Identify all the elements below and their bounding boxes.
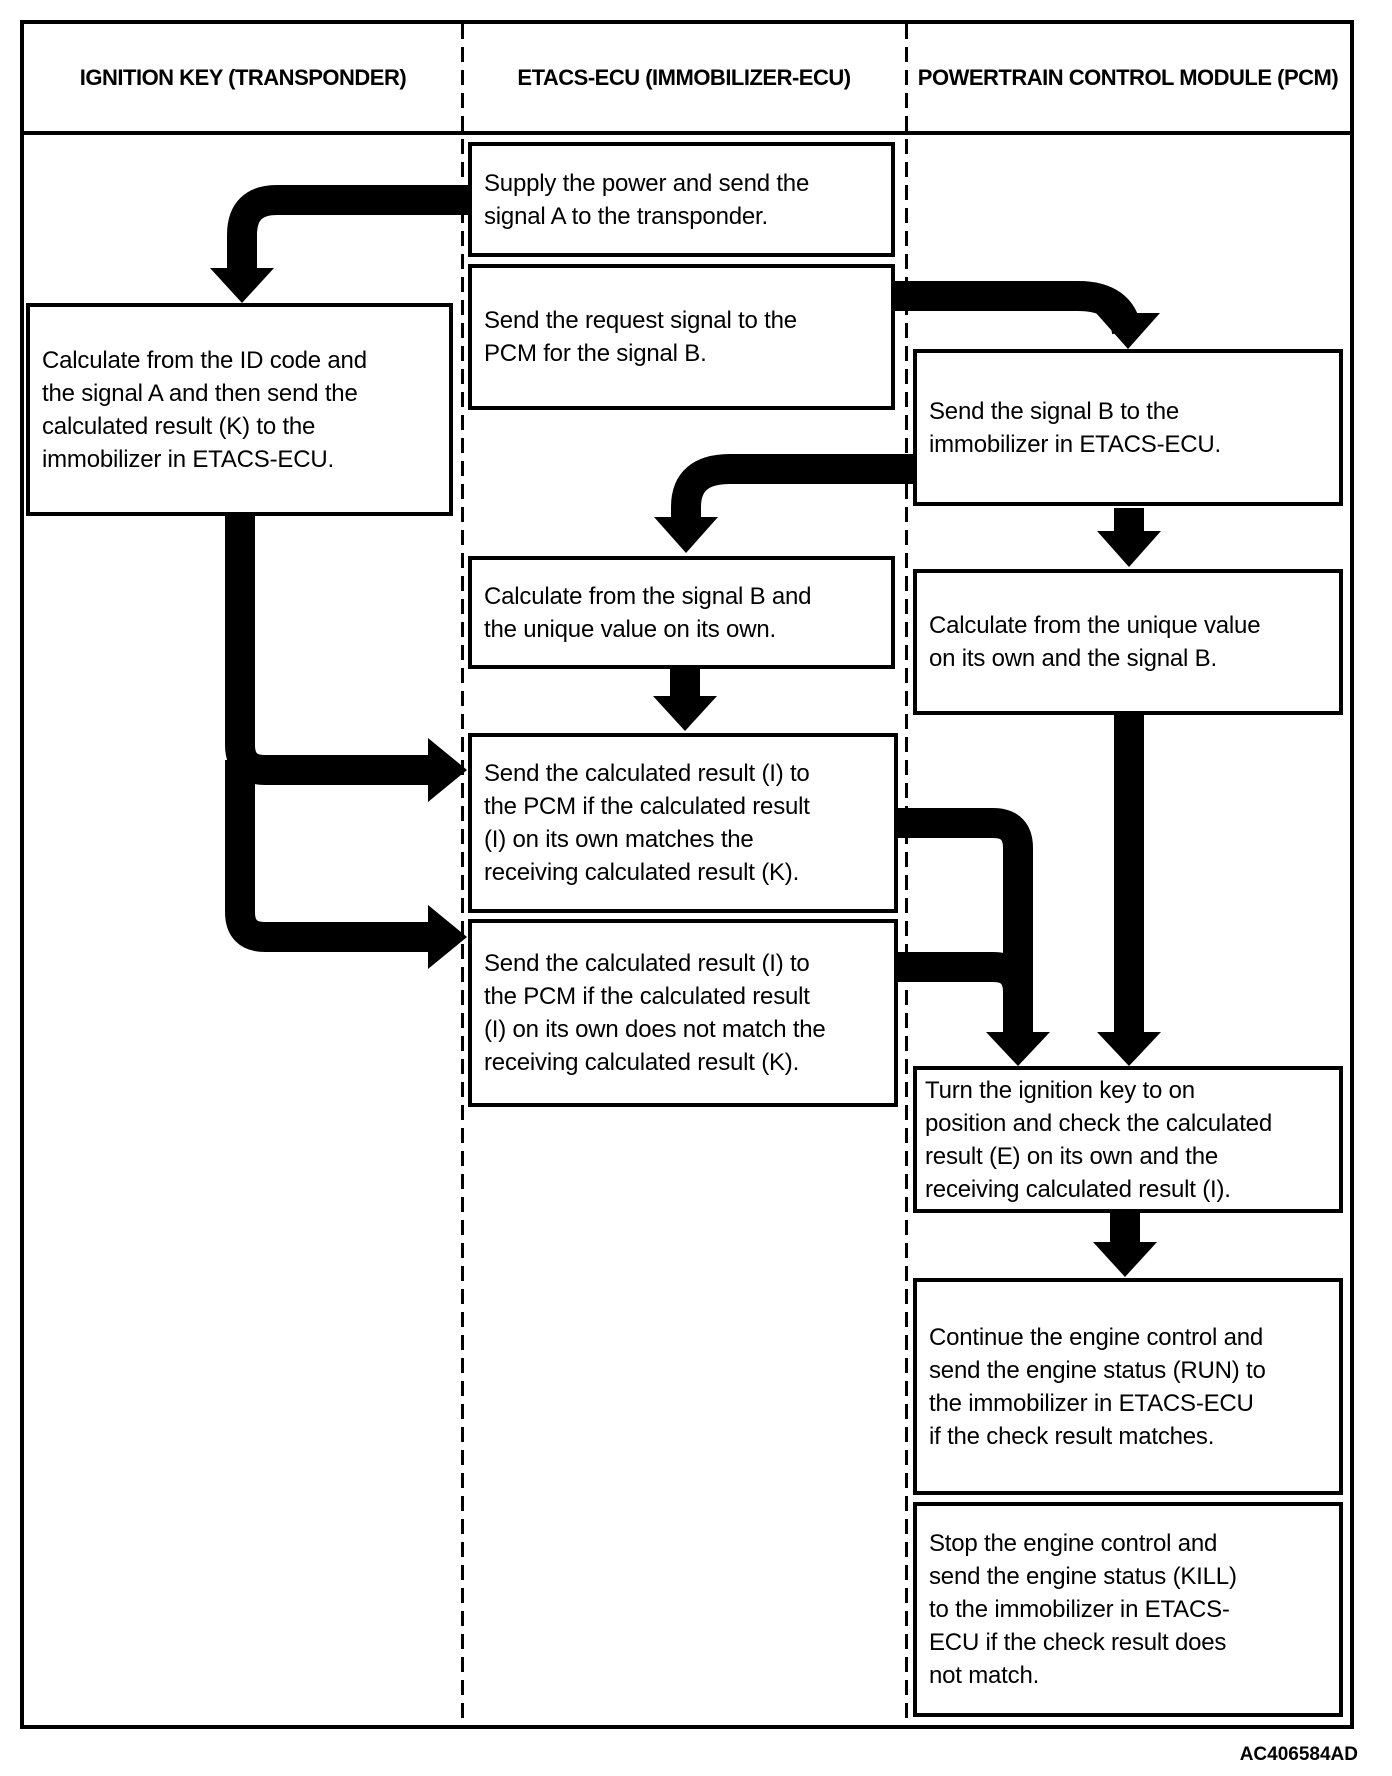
arrow-key-calculate-to-send-result-no-match: [225, 760, 467, 969]
header-divider-line: [20, 131, 1354, 135]
node-ecu-calculate-signal-b: Calculate from the signal B and the uniq…: [468, 556, 895, 669]
arrow-send-result-match-to-turn-ignition: [897, 808, 1050, 1066]
node-ecu-send-result-no-match: Send the calculated result (I) to the PC…: [468, 919, 898, 1107]
arrow-ecu-calculate-to-send-result-match: [653, 668, 717, 731]
figure-code-label: AC406584AD: [1239, 1744, 1358, 1765]
arrow-pcm-calculate-to-turn-ignition: [1097, 714, 1161, 1066]
arrow-send-signal-b-to-ecu-calculate: [654, 454, 913, 553]
lane-header-etacs-ecu: ETACS-ECU (IMMOBILIZER-ECU): [517, 64, 851, 90]
node-pcm-calculate-unique: Calculate from the unique value on its o…: [913, 569, 1343, 715]
arrow-send-signal-b-to-pcm-calculate: [1097, 508, 1161, 567]
diagram-outer-frame: [20, 20, 1354, 1729]
node-pcm-stop-engine: Stop the engine control and send the eng…: [913, 1502, 1343, 1717]
arrow-key-calculate-to-send-result-match: [225, 515, 467, 802]
node-pcm-turn-ignition: Turn the ignition key to on position and…: [913, 1066, 1343, 1213]
node-ecu-send-result-match: Send the calculated result (I) to the PC…: [468, 733, 898, 913]
arrow-send-result-no-match-to-turn-ignition: [897, 952, 1033, 1035]
arrow-turn-ignition-to-continue-engine: [1093, 1212, 1157, 1277]
lane-header-pcm: POWERTRAIN CONTROL MODULE (PCM): [917, 64, 1339, 90]
arrow-supply-power-to-key-calculate: [210, 185, 468, 303]
node-pcm-send-signal-b: Send the signal B to the immobilizer in …: [913, 349, 1343, 506]
node-ecu-request-signal: Send the request signal to the PCM for t…: [468, 264, 895, 410]
node-ecu-supply-power: Supply the power and send the signal A t…: [468, 142, 895, 257]
node-key-calculate: Calculate from the ID code and the signa…: [26, 303, 453, 516]
arrow-request-signal-to-send-signal-b: [895, 281, 1160, 349]
lane-header-ignition-key: IGNITION KEY (TRANSPONDER): [79, 64, 407, 90]
node-pcm-continue-engine: Continue the engine control and send the…: [913, 1278, 1343, 1495]
